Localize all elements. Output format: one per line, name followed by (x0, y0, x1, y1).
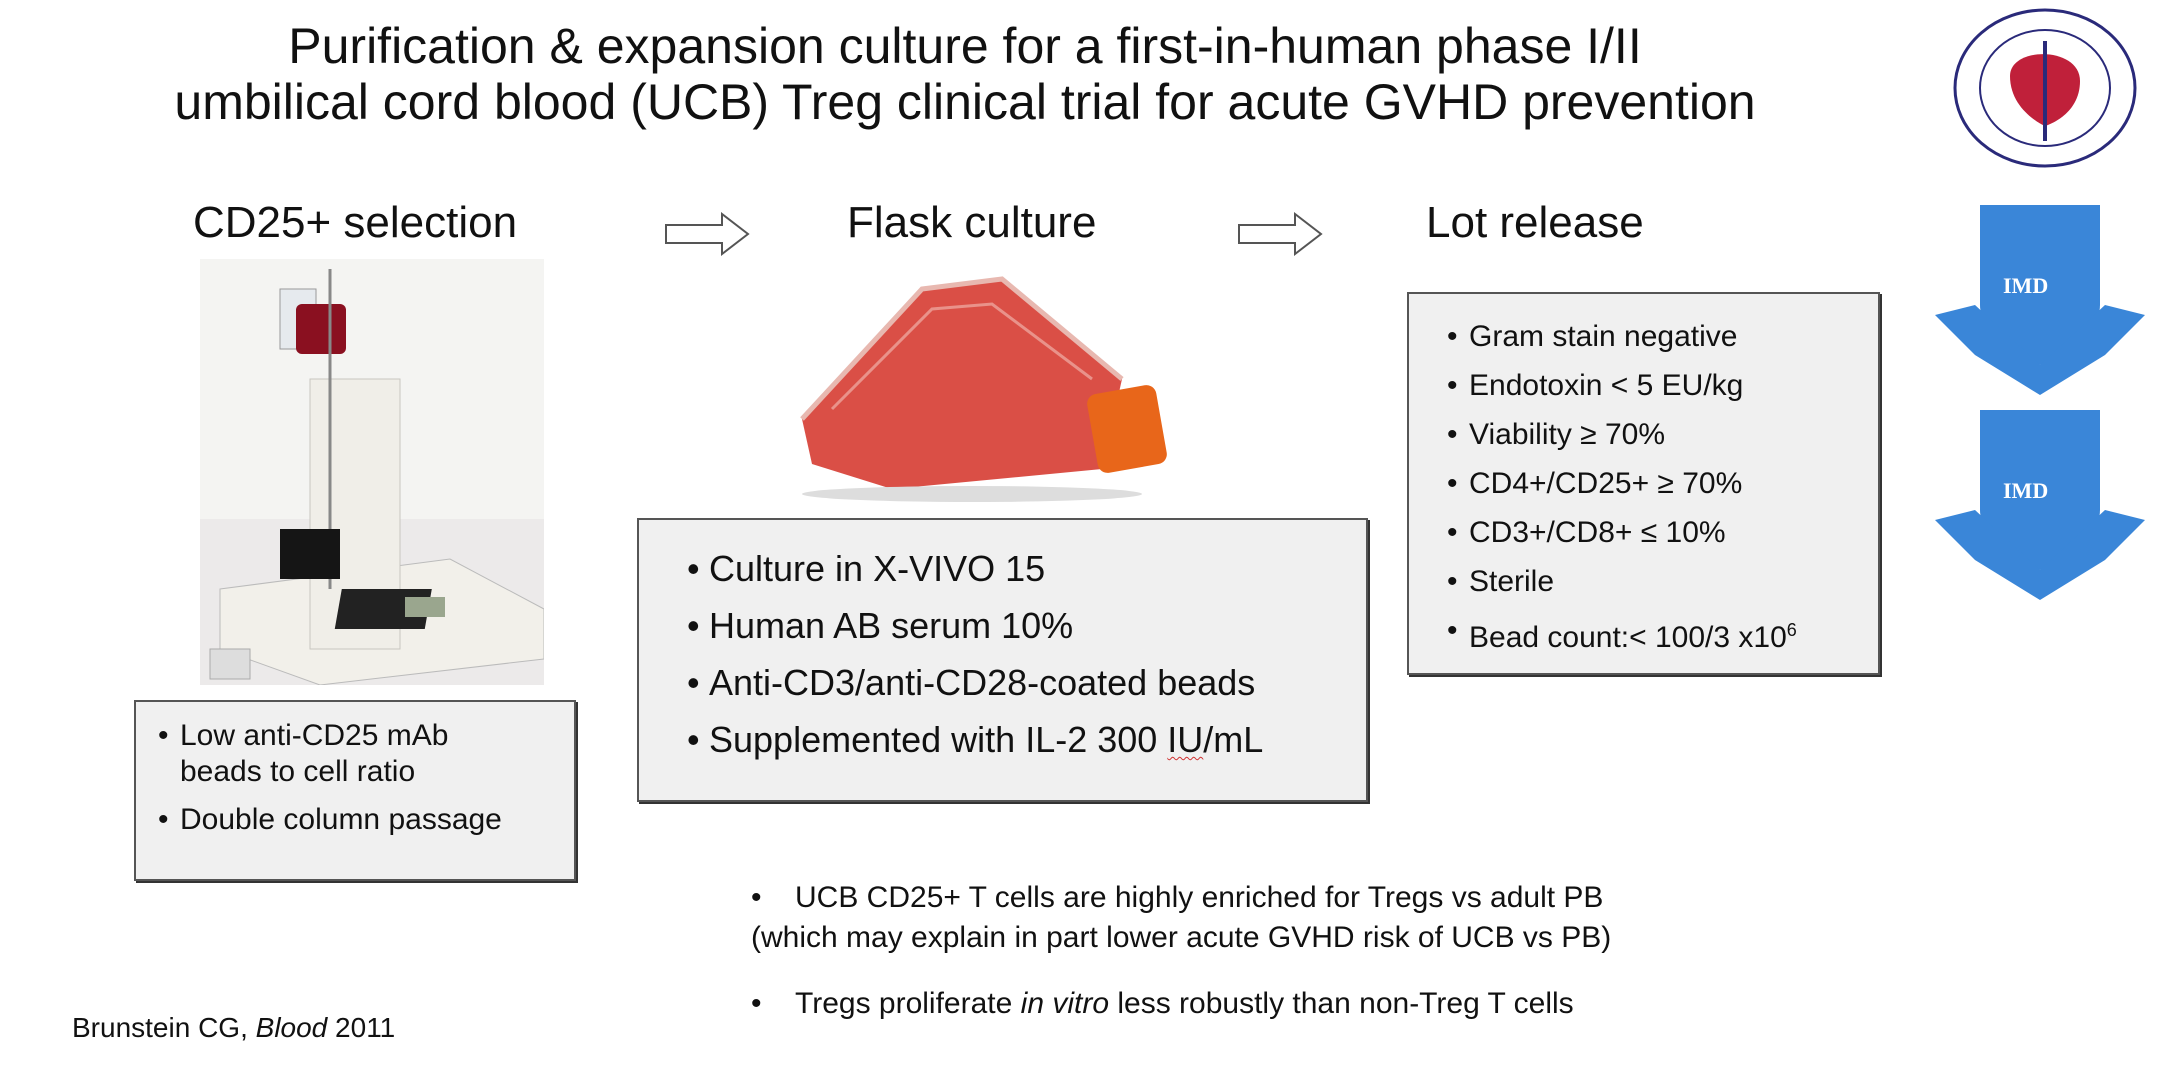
svg-text:IMD: IMD (2003, 478, 2048, 503)
note-text: less robustly than non-Treg T cells (1109, 987, 1574, 1020)
note-1-line-1: • UCB CD25+ T cells are highly enriched f… (751, 878, 1611, 918)
citation-journal: Blood (255, 1012, 328, 1043)
citation-author: Brunstein CG, (72, 1012, 256, 1043)
note-2: • Tregs proliferate in vitro less robustl… (751, 984, 1574, 1024)
imd-junzhi-logo: IMD (1935, 205, 2145, 395)
step-heading-release: Lot release (1426, 198, 1644, 247)
selection-details-box: Low anti-CD25 mAb beads to cell ratio Do… (134, 700, 576, 881)
citation: Brunstein CG, Blood 2011 (72, 1012, 395, 1044)
note-1-line-2: (which may explain in part lower acute G… (751, 921, 1612, 954)
arrow-right-icon (1238, 212, 1323, 256)
bullet: CD4+/CD25+ ≥ 70% (1447, 459, 1878, 508)
note-text: UCB CD25+ T cells are highly enriched fo… (795, 881, 1604, 914)
bullet: Bead count:< 100/3 x106 (1447, 606, 1878, 662)
bullet-text: Bead count:< 100/3 x10 (1469, 621, 1787, 654)
bullet-icon: • (751, 987, 762, 1020)
culture-details-box: Culture in X-VIVO 15 Human AB serum 10% … (637, 518, 1368, 802)
bullet: Endotoxin < 5 EU/kg (1447, 361, 1878, 410)
title-line-2: umbilical cord blood (UCB) Treg clinical… (174, 74, 1756, 130)
bullet: Gram stain negative (1447, 312, 1878, 361)
lot-release-box: Gram stain negative Endotoxin < 5 EU/kg … (1407, 292, 1880, 675)
culture-flask-photo (800, 276, 1167, 502)
note-text: Tregs proliferate (795, 987, 1021, 1020)
imd-haina-logo: IMD (1935, 410, 2145, 600)
title-line-1: Purification & expansion culture for a f… (288, 18, 1642, 74)
exponent: 6 (1786, 620, 1797, 640)
svg-text:IMD: IMD (2003, 273, 2048, 298)
clinimacs-device-photo (200, 259, 544, 685)
bullet: Viability ≥ 70% (1447, 410, 1878, 459)
bullet-text: Supplemented with IL-2 300 (709, 719, 1168, 760)
bullet: CD3+/CD8+ ≤ 10% (1447, 508, 1878, 557)
step-heading-selection: CD25+ selection (193, 198, 518, 247)
step-heading-culture: Flask culture (847, 198, 1097, 247)
spellcheck-flagged-word: IU (1167, 719, 1204, 760)
bullet: Low anti-CD25 mAb beads to cell ratio (158, 718, 488, 790)
note-italic: in vitro (1020, 987, 1110, 1020)
slide-title: Purification & expansion culture for a f… (40, 18, 1890, 130)
citation-year: 2011 (327, 1012, 396, 1043)
bullet: Sterile (1447, 557, 1878, 606)
bullet-text-tail: /mL (1203, 719, 1264, 760)
bullet-icon: • (751, 881, 762, 914)
bullet: Culture in X-VIVO 15 (687, 540, 1366, 597)
arrow-right-icon (665, 212, 750, 256)
bullet: Double column passage (158, 802, 574, 838)
bullet: Anti-CD3/anti-CD28-coated beads (687, 654, 1366, 711)
sichuan-foundation-logo (1953, 8, 2137, 168)
note-1: • UCB CD25+ T cells are highly enriched f… (751, 878, 1611, 958)
bullet: Supplemented with IL-2 300 IU/mL (687, 711, 1366, 768)
bullet: Human AB serum 10% (687, 597, 1366, 654)
